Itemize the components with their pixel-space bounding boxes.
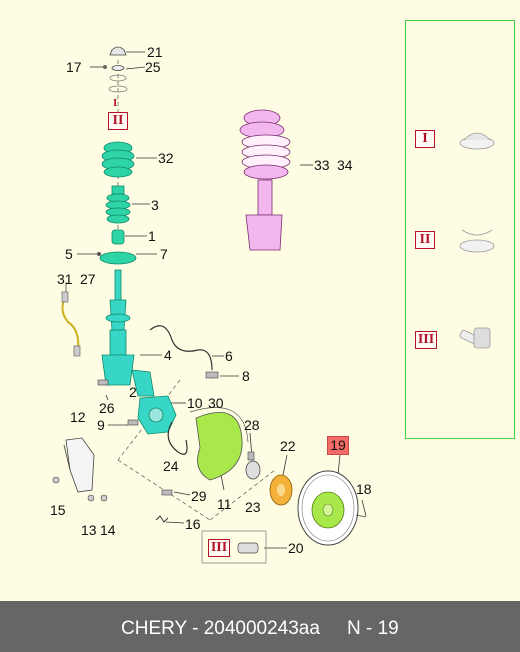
highlighted-callout-19[interactable]: 19 — [327, 436, 349, 455]
bump-stop — [111, 229, 125, 245]
marker-two-diagram[interactable]: II — [108, 112, 128, 130]
wheel-bearing — [245, 460, 261, 480]
retaining-clip — [167, 421, 188, 455]
kit-marker-one[interactable]: I — [415, 130, 435, 148]
footer-part-number: CHERY - 204000243aa — [121, 618, 320, 639]
bolts — [97, 371, 255, 496]
top-mount-assembly — [103, 46, 128, 93]
callout-33[interactable]: 33 — [314, 157, 330, 173]
marker-three-diagram[interactable]: III — [208, 539, 230, 557]
kit-icon-two — [459, 229, 495, 253]
callout-30[interactable]: 30 — [208, 395, 224, 411]
spring-clip — [155, 515, 169, 523]
callout-5[interactable]: 5 — [65, 246, 73, 262]
callout-1[interactable]: 1 — [148, 228, 156, 244]
leader-lines — [77, 51, 367, 549]
callout-14[interactable]: 14 — [100, 522, 116, 538]
callout-22[interactable]: 22 — [280, 438, 296, 454]
brake-disc — [297, 470, 367, 546]
callout-28[interactable]: 28 — [244, 417, 260, 433]
brake-caliper-bracket — [52, 437, 108, 502]
kit-icon-one — [459, 132, 495, 150]
callout-3[interactable]: 3 — [151, 197, 159, 213]
callout-18[interactable]: 18 — [356, 481, 372, 497]
marker-one-small: I — [113, 97, 118, 109]
callout-8[interactable]: 8 — [242, 368, 250, 384]
callout-10[interactable]: 10 — [187, 395, 203, 411]
complete-strut-assembly — [239, 109, 291, 251]
coil-spring — [101, 141, 135, 178]
sensor-wire — [149, 325, 216, 379]
callout-25[interactable]: 25 — [145, 59, 161, 75]
callout-24[interactable]: 24 — [163, 458, 179, 474]
callout-15[interactable]: 15 — [50, 502, 66, 518]
callout-34[interactable]: 34 — [337, 157, 353, 173]
callout-13[interactable]: 13 — [81, 522, 97, 538]
kit-marker-three[interactable]: III — [415, 331, 437, 349]
abs-sensor-cable — [61, 282, 81, 357]
repair-kit-panel — [405, 20, 515, 439]
shock-absorber — [101, 269, 135, 386]
callout-20[interactable]: 20 — [288, 540, 304, 556]
callout-31[interactable]: 31 — [57, 271, 73, 287]
callout-2[interactable]: 2 — [129, 384, 137, 400]
callout-12[interactable]: 12 — [70, 409, 86, 425]
callout-29[interactable]: 29 — [191, 488, 207, 504]
callout-6[interactable]: 6 — [225, 348, 233, 364]
guide-pin-kit-box — [201, 530, 267, 564]
callout-17[interactable]: 17 — [66, 59, 82, 75]
callout-23[interactable]: 23 — [245, 499, 261, 515]
kit-marker-two[interactable]: II — [415, 231, 435, 249]
kit-icon-three — [459, 327, 491, 349]
callout-26[interactable]: 26 — [99, 400, 115, 416]
callout-4[interactable]: 4 — [164, 347, 172, 363]
callout-11[interactable]: 11 — [217, 496, 232, 512]
exploded-view-drawing — [52, 46, 495, 564]
callout-27[interactable]: 27 — [80, 271, 96, 287]
wheel-hub — [269, 474, 293, 506]
dust-shield — [189, 407, 249, 481]
spring-seat — [97, 251, 137, 265]
callout-21[interactable]: 21 — [147, 44, 163, 60]
callout-9[interactable]: 9 — [97, 417, 105, 433]
callout-7[interactable]: 7 — [160, 246, 168, 262]
footer-page-number: N - 19 — [347, 618, 399, 639]
dust-boot — [105, 185, 131, 224]
steering-knuckle — [131, 369, 177, 435]
footer-bar: CHERY - 204000243aa N - 19 — [0, 601, 520, 652]
callout-16[interactable]: 16 — [185, 516, 201, 532]
callout-32[interactable]: 32 — [158, 150, 174, 166]
